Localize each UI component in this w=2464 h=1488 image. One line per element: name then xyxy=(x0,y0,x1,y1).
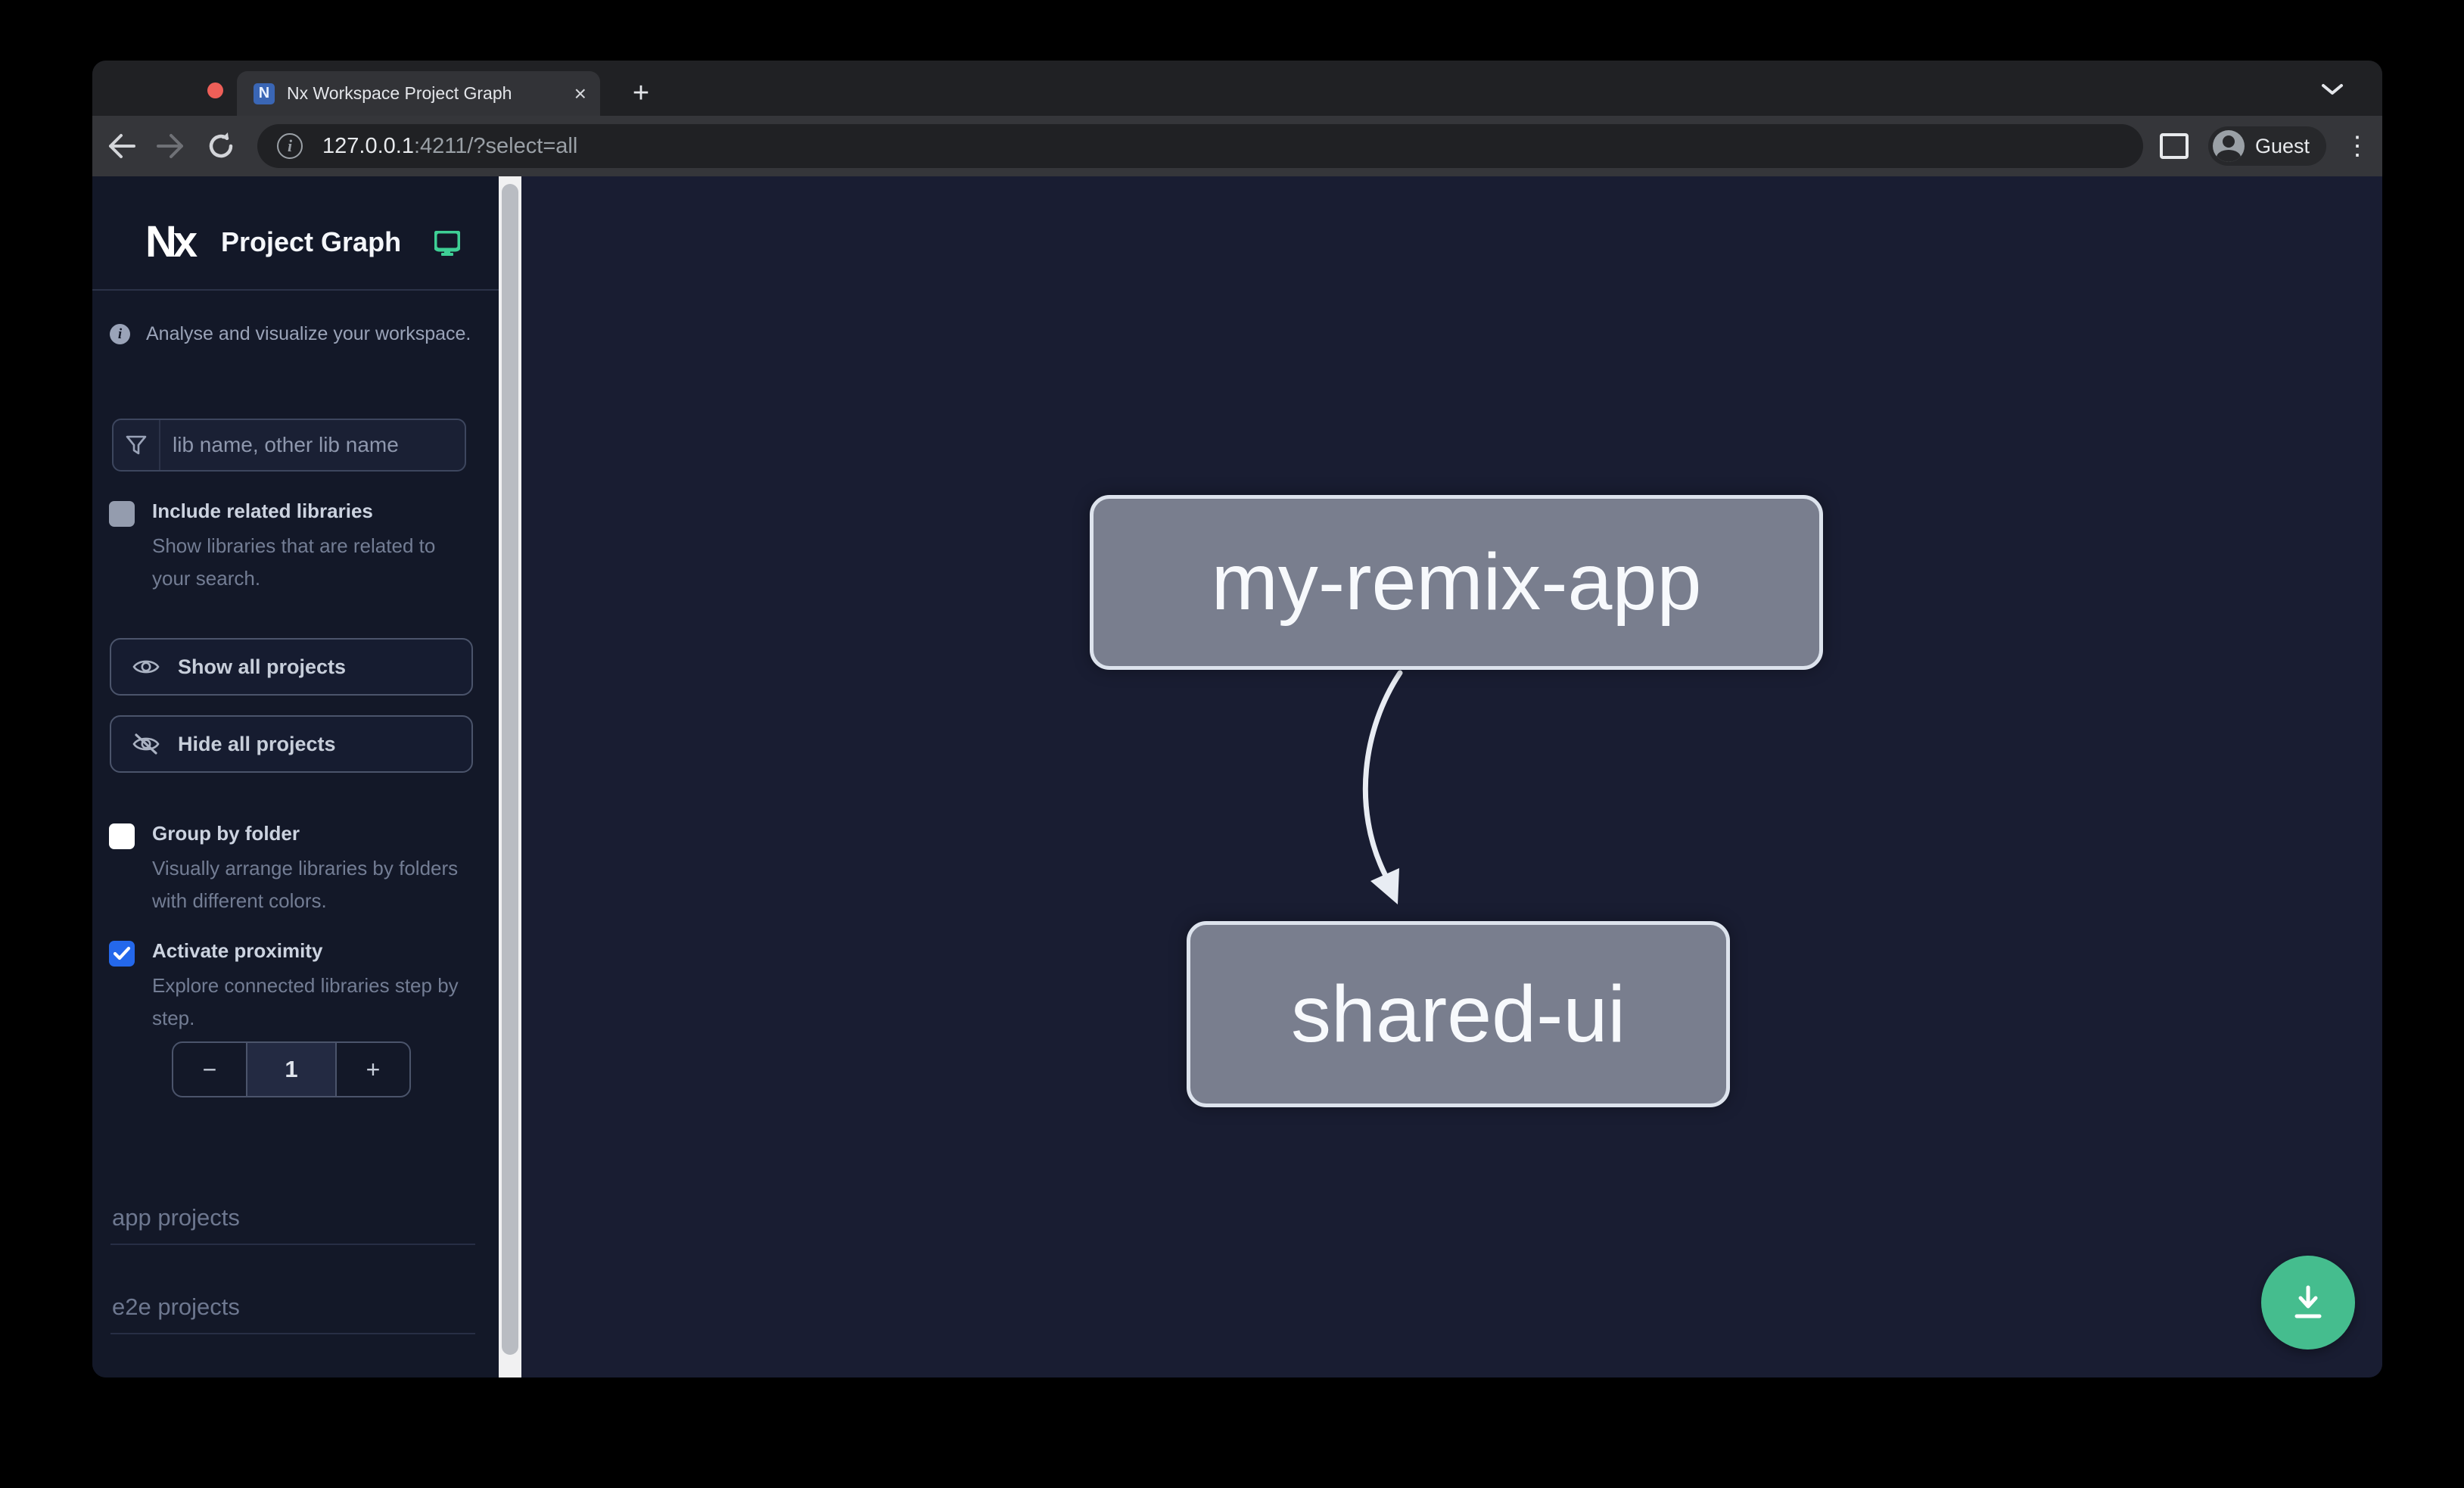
download-image-button[interactable] xyxy=(2261,1256,2355,1349)
node-my-remix-app[interactable]: my-remix-app xyxy=(1090,495,1823,670)
hide-all-projects-button[interactable]: Hide all projects xyxy=(110,715,473,773)
include-related-checkbox[interactable] xyxy=(109,501,135,527)
url-text: 127.0.0.1:4211/?select=all xyxy=(322,133,578,158)
site-info-icon[interactable]: i xyxy=(277,133,303,159)
forward-button[interactable] xyxy=(151,126,191,166)
include-related-label: Include related libraries xyxy=(152,500,373,522)
eye-off-icon xyxy=(132,733,160,755)
check-icon xyxy=(113,946,131,960)
new-tab-button[interactable]: + xyxy=(632,76,650,109)
workspace-tagline: Analyse and visualize your workspace. xyxy=(146,323,471,344)
filter-funnel-icon xyxy=(114,420,160,470)
group-by-folder-checkbox[interactable] xyxy=(109,823,135,849)
filter-field xyxy=(112,419,466,472)
browser-menu-icon[interactable]: ⋮ xyxy=(2344,132,2371,160)
proximity-decrement-button[interactable]: − xyxy=(202,1055,217,1083)
profile-button[interactable]: Guest xyxy=(2208,126,2327,166)
eye-icon xyxy=(132,660,160,674)
activate-proximity-option: Activate proximity Explore connected lib… xyxy=(109,939,474,1035)
profile-label: Guest xyxy=(2255,134,2310,157)
show-all-projects-button[interactable]: Show all projects xyxy=(110,638,473,696)
hide-all-projects-label: Hide all projects xyxy=(178,732,336,755)
proximity-increment-button[interactable]: + xyxy=(366,1055,381,1083)
browser-tab[interactable]: N Nx Workspace Project Graph × xyxy=(237,71,600,116)
node-label: shared-ui xyxy=(1291,969,1626,1059)
tab-title: Nx Workspace Project Graph xyxy=(287,83,512,103)
activate-proximity-label: Activate proximity xyxy=(152,939,323,962)
group-by-folder-description: Visually arrange libraries by folders wi… xyxy=(152,857,459,912)
nx-favicon-icon: N xyxy=(254,82,275,104)
tab-strip: N Nx Workspace Project Graph × + xyxy=(92,61,2382,116)
reload-button[interactable] xyxy=(201,126,241,166)
activate-proximity-description: Explore connected libraries step by step… xyxy=(152,974,459,1029)
workspace-tagline-row: i Analyse and visualize your workspace. xyxy=(110,323,471,345)
side-panel-icon[interactable] xyxy=(2160,133,2189,159)
browser-toolbar: i 127.0.0.1:4211/?select=all Guest ⋮ xyxy=(92,116,2382,176)
group-by-folder-label: Group by folder xyxy=(152,822,300,845)
filter-input[interactable] xyxy=(160,433,465,457)
proximity-value: 1 xyxy=(246,1043,337,1096)
page-content: Nx Project Graph i Analyse and visualize… xyxy=(92,176,2382,1377)
page-title: Project Graph xyxy=(221,226,402,257)
node-label: my-remix-app xyxy=(1211,537,1702,627)
nx-logo-icon: Nx xyxy=(145,217,198,266)
section-app-projects: app projects xyxy=(110,1204,475,1245)
edge-my-remix-app-to-shared-ui xyxy=(1362,670,1403,904)
include-related-option: Include related libraries Show libraries… xyxy=(109,500,474,595)
include-related-description: Show libraries that are related to your … xyxy=(152,534,436,590)
sidebar-scrollbar[interactable] xyxy=(499,176,521,1377)
show-all-projects-label: Show all projects xyxy=(178,655,347,678)
monitor-icon xyxy=(433,229,462,260)
sidebar-header: Nx Project Graph xyxy=(92,176,499,291)
scrollbar-thumb[interactable] xyxy=(502,184,518,1355)
sidebar: Nx Project Graph i Analyse and visualize… xyxy=(92,176,499,1377)
info-icon: i xyxy=(110,324,130,344)
back-button[interactable] xyxy=(101,126,141,166)
download-icon xyxy=(2294,1285,2322,1318)
address-bar[interactable]: i 127.0.0.1:4211/?select=all xyxy=(257,124,2143,168)
tab-search-chevron-icon[interactable] xyxy=(2317,74,2347,104)
section-e2e-projects: e2e projects xyxy=(110,1293,475,1334)
avatar-icon xyxy=(2213,130,2245,162)
group-by-folder-option: Group by folder Visually arrange librari… xyxy=(109,822,474,917)
tab-close-icon[interactable]: × xyxy=(574,81,586,105)
graph-canvas[interactable]: my-remix-app shared-ui xyxy=(521,176,2382,1377)
node-shared-ui[interactable]: shared-ui xyxy=(1187,921,1730,1107)
proximity-stepper: − 1 + xyxy=(172,1041,411,1097)
activate-proximity-checkbox[interactable] xyxy=(109,941,135,967)
browser-window: N Nx Workspace Project Graph × + i 127.0… xyxy=(92,61,2382,1377)
close-window-button[interactable] xyxy=(207,82,223,98)
